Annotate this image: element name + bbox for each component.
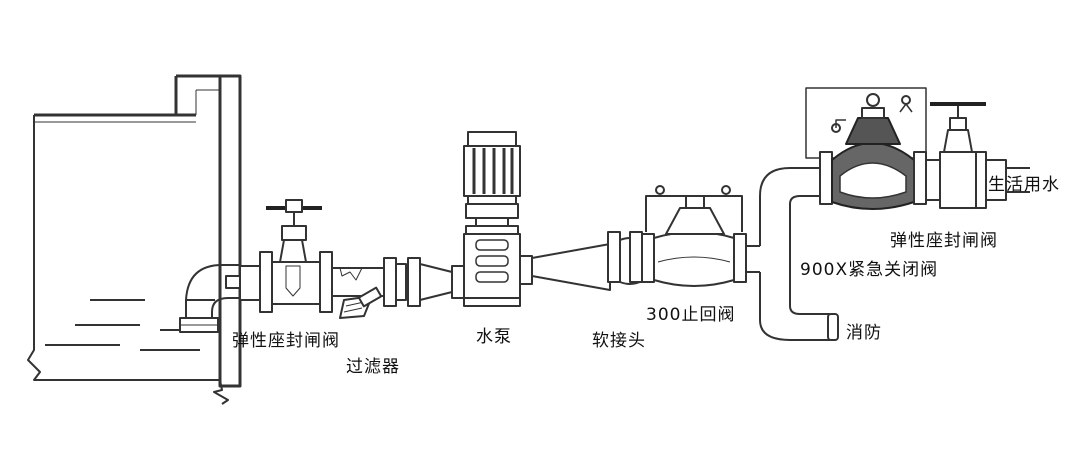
water-tank — [27, 74, 242, 405]
pipe-segment — [519, 243, 611, 291]
pump — [463, 131, 521, 307]
label-pump: 水泵 — [476, 327, 512, 347]
flexible-joint — [607, 231, 643, 285]
check-valve — [641, 185, 747, 287]
gate-valve-1 — [239, 199, 333, 313]
pipe-segment — [746, 167, 839, 341]
gate-valve-2 — [925, 102, 1016, 209]
label-fire-water: 消防 — [846, 323, 882, 343]
label-domestic-water: 生活用水 — [988, 175, 1060, 195]
strainer — [339, 257, 407, 319]
label-gate-valve-2: 弹性座封闸阀 — [890, 231, 998, 251]
label-check-valve: 300止回阀 — [646, 305, 736, 325]
label-strainer: 过滤器 — [346, 357, 400, 377]
label-emergency-valve: 900X紧急关闭阀 — [800, 260, 939, 280]
label-gate-valve-1: 弹性座封闸阀 — [232, 331, 340, 351]
emergency-close-valve — [805, 87, 927, 210]
pipe-segment — [406, 257, 465, 307]
suction-elbow — [179, 264, 240, 333]
pipe-segment — [1016, 167, 1030, 193]
label-flexible-joint: 软接头 — [592, 331, 646, 351]
